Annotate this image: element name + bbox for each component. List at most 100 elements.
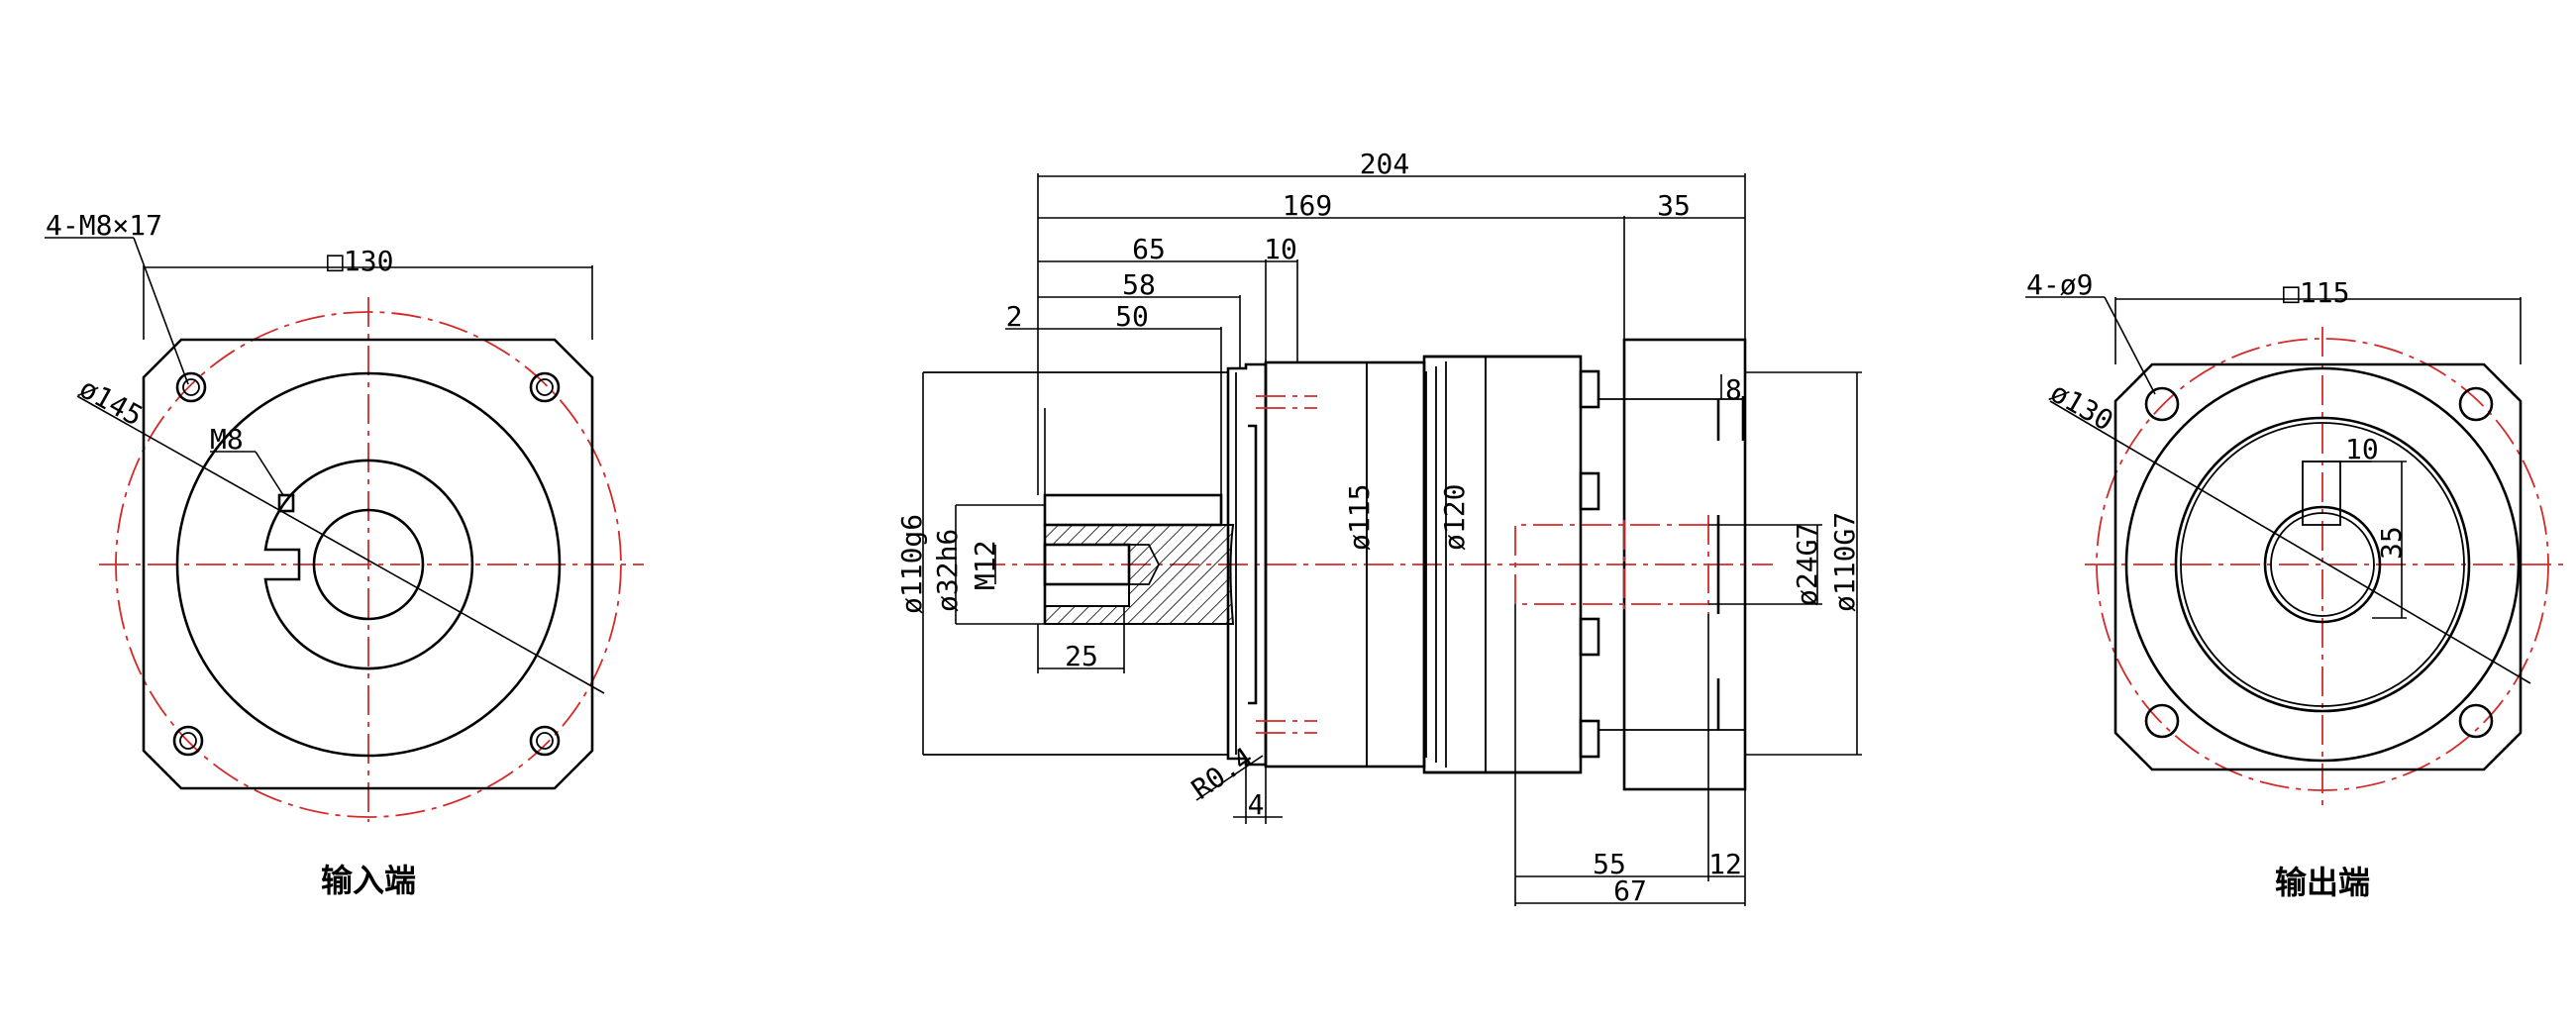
side-dim-10: 10 [1264,233,1298,362]
side-dim-204: 204 [1037,148,1746,495]
dim-55-label: 55 [1593,848,1626,880]
output-pilot-inner [2180,422,2465,707]
input-thread-label: M8 [210,423,244,456]
side-dim-110g6: ø110g6 [895,372,928,755]
input-bore-slot [263,459,474,670]
input-square-dimension: □130 [143,245,593,340]
side-dim-32h6: ø32h6 [931,504,1045,625]
side-dim-4: 4 [1233,765,1283,824]
input-hole [529,725,561,757]
side-dim-8: 8 [1720,373,1742,406]
side-output-shaft [1514,396,1745,730]
output-hole [2458,703,2494,739]
output-pcd-label: ø130 [2045,375,2119,437]
dim-110g6-label: ø110g6 [895,514,928,614]
dim-169-label: 169 [1283,189,1333,222]
side-dim-67: 67 [1515,874,1745,907]
side-dim-35: 35 [1624,189,1745,222]
output-mounting-holes [2144,386,2494,739]
dim-m12-label: M12 [969,540,1001,590]
output-key-dimension: 10 [2303,433,2379,465]
input-end-caption: 输入端 [321,862,416,899]
bolt-head [1579,719,1600,759]
output-key-label: 10 [2345,433,2379,465]
dim-32h6-label: ø32h6 [931,529,964,612]
input-pcd-label: ø145 [74,371,149,433]
dim-2-label: 2 [1006,300,1023,333]
side-dim-169: 169 [1038,189,1625,340]
input-thread-tab [277,493,295,513]
side-bolts [1579,369,1624,759]
side-m12-bore [1043,543,1131,586]
input-hole [529,371,561,403]
dim-204-label: 204 [1360,148,1410,180]
input-bore-circle [312,508,425,621]
bolt-head [1579,617,1600,657]
side-dim-55: 55 [1514,604,1709,906]
dim-120-label: ø120 [1438,484,1471,551]
input-pcd-circle [115,311,622,818]
side-dim-12: 12 [1708,789,1746,906]
input-pcd-dimension: ø145 [74,371,605,694]
input-end-view: 4-M8×17 □130 ø145 M8 输入端 [45,209,644,899]
output-pcd-circle [2096,338,2549,791]
dim-35-label: 35 [1657,189,1691,222]
dim-4-label: 4 [1248,788,1265,821]
side-shaft-boss [1043,493,1223,527]
dim-10-label: 10 [1264,233,1297,265]
input-hole [172,725,204,757]
side-dim-25: 25 [1037,606,1125,673]
input-flange-outline [142,338,594,790]
input-square-label: □130 [327,245,393,277]
side-view: 204 169 35 65 10 58 50 [895,148,1862,907]
dim-25-label: 25 [1065,640,1098,672]
output-bore-inner [2270,512,2375,617]
bolt-head [1579,369,1600,409]
output-square-dimension: □115 [2114,276,2522,364]
input-hole-label: 4-M8×17 [46,209,162,242]
side-dim-2: 2 [1005,300,1045,333]
side-dim-50: 50 [1045,300,1221,333]
dim-50-label: 50 [1115,300,1149,333]
side-dim-115: ø115 [1343,362,1376,767]
output-hole [2458,386,2494,422]
input-hole-inner [182,378,200,396]
input-mounting-holes [172,371,561,757]
output-keyheight-dimension: 35 [2340,461,2408,619]
side-step [1248,424,1258,705]
side-output-flange [1622,338,1747,791]
input-hole [175,371,207,403]
output-keyheight-label: 35 [2375,526,2408,560]
output-hole-label: 4-ø9 [2026,268,2093,301]
output-pilot-circle [2174,416,2471,713]
output-end-caption: 输出端 [2275,864,2370,901]
dim-58-label: 58 [1122,268,1156,301]
input-hole-inner [536,378,554,396]
output-outer-circle [2124,366,2521,763]
input-hole-inner [179,732,197,750]
dim-65-label: 65 [1132,233,1166,265]
side-dim-m12: M12 [969,540,1001,590]
output-flange-outline [2113,362,2523,771]
output-end-view: 4-ø9 □115 ø130 10 35 输出端 [2025,268,2570,901]
dim-115-label: ø115 [1343,484,1376,551]
side-housing-hidden [1256,395,1317,734]
bolt-head [1579,471,1600,511]
input-body-circle [175,371,562,758]
output-hole [2144,386,2180,422]
output-hole-callout: 4-ø9 [2025,268,2156,395]
output-square-label: □115 [2283,276,2349,309]
dim-8-label: 8 [1725,373,1742,406]
dim-12-label: 12 [1708,848,1742,880]
input-hole-inner [536,732,554,750]
input-thread-callout: M8 [210,423,284,496]
side-shaft-hatch [1044,524,1235,625]
dim-110g7-label: ø110G7 [1828,512,1861,612]
dim-24g7-label: ø24G7 [1791,523,1823,606]
input-hole-callout: 4-M8×17 [45,209,189,385]
output-bore-outer [2263,505,2382,624]
side-dim-58: 58 [1038,268,1241,368]
dim-67-label: 67 [1613,874,1647,907]
side-dim-65: 65 [1038,233,1267,362]
